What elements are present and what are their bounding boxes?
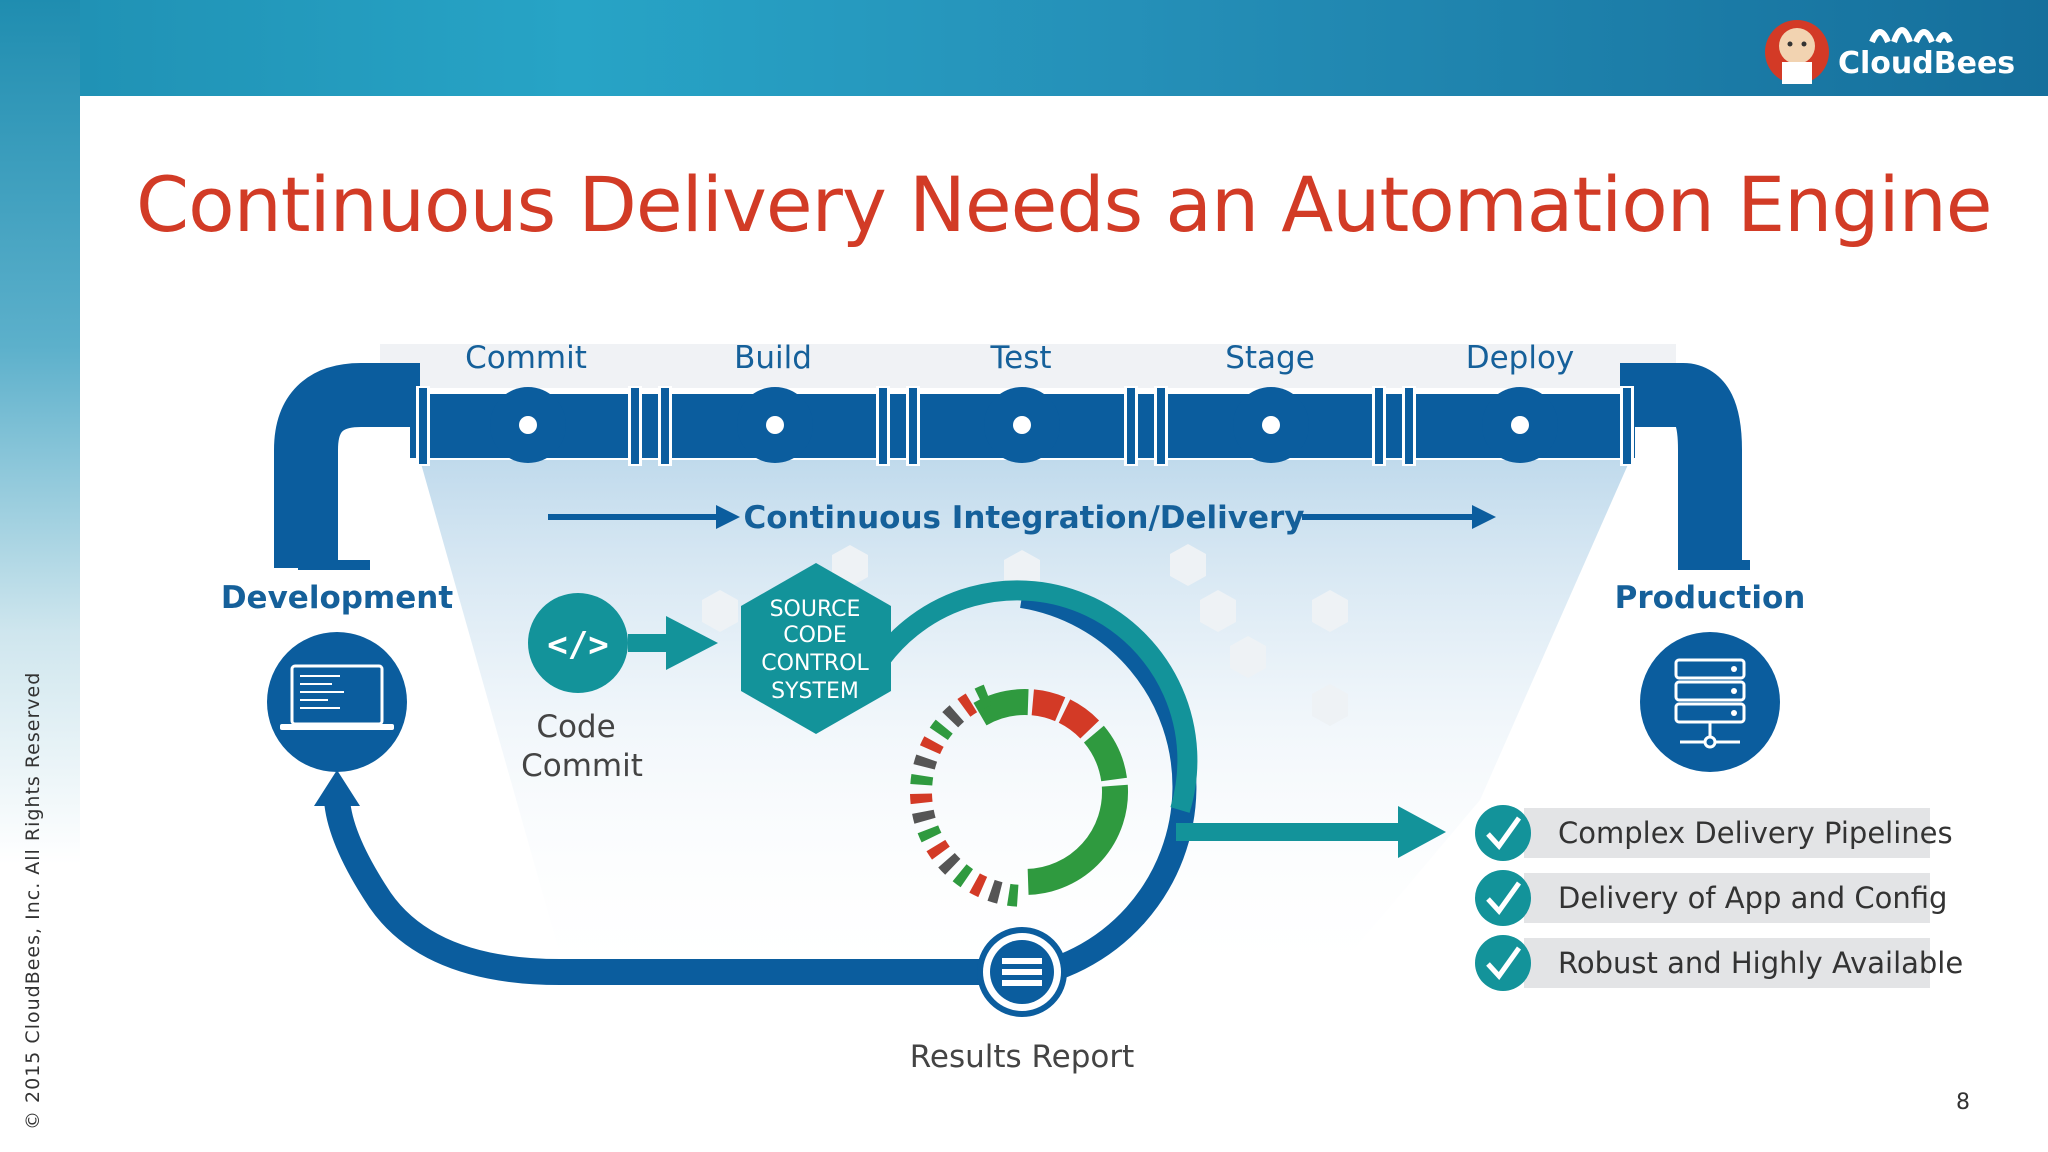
production-label: Production — [1615, 580, 1806, 616]
brand-name: CloudBees — [1838, 46, 2016, 81]
code-commit-label-line1: Code — [536, 709, 615, 745]
development-label: Development — [221, 580, 453, 616]
gauge-arc-green — [1027, 784, 1129, 895]
slide-title: Continuous Delivery Needs an Automation … — [136, 160, 1993, 249]
list-lines-icon — [1002, 958, 1042, 986]
checkmark-icon — [1475, 870, 1531, 926]
stage-label-test: Test — [989, 340, 1051, 376]
results-report-label: Results Report — [910, 1039, 1135, 1075]
production-circle — [1640, 632, 1780, 772]
pipe-joint-band — [879, 388, 887, 464]
ci-arrow-right-head — [1472, 505, 1496, 529]
outcome-bar-2 — [1524, 873, 1930, 923]
pipe-joints — [416, 386, 1634, 466]
stage-label-deploy: Deploy — [1466, 340, 1575, 376]
checkmark-icon — [1475, 805, 1531, 861]
development-circle — [267, 632, 407, 772]
pipe-joint-band — [661, 388, 669, 464]
gauge-tick — [919, 736, 944, 755]
pipe-left-flange — [298, 560, 370, 570]
copyright-notice: © 2015 CloudBees, Inc. All Rights Reserv… — [22, 671, 44, 1130]
feedback-arrow-head — [314, 770, 360, 806]
pipe-joint-band — [1623, 388, 1631, 464]
gauge-tick — [952, 864, 974, 888]
output-arrow-shaft — [1176, 823, 1404, 841]
pipe-joint-band — [909, 388, 917, 464]
stage-label-commit: Commit — [465, 340, 587, 376]
checkmark-icon — [1486, 816, 1522, 850]
pipe-joint-band — [1157, 388, 1165, 464]
checkmark-icon — [1486, 881, 1522, 915]
stage-node-dot — [766, 416, 784, 434]
gauge-tick — [917, 825, 942, 843]
outcome-list: Complex Delivery Pipelines Delivery of A… — [1475, 805, 1963, 991]
pipe-left-elbow — [274, 363, 420, 568]
pipe-right-elbow — [1620, 363, 1742, 568]
commit-arrow-shaft — [628, 634, 668, 652]
gauge-tick — [929, 719, 953, 741]
header-banner — [0, 0, 2048, 96]
gauge-tick — [969, 873, 988, 898]
code-brackets-icon: </> — [547, 625, 608, 665]
stage-label-stage: Stage — [1225, 340, 1315, 376]
gauge-arc-red — [1031, 689, 1066, 722]
scm-hexagon — [741, 563, 891, 734]
checkmark-icon — [1486, 946, 1522, 980]
gauge-tick — [987, 879, 1003, 904]
gauge-tick — [912, 809, 936, 824]
gauge-arc-red — [1058, 699, 1100, 739]
stage-label-build: Build — [734, 340, 812, 376]
output-arrow-head — [1398, 806, 1446, 858]
jenkins-butler-icon — [1765, 20, 1829, 84]
scm-label-line3: CONTROL — [761, 651, 869, 676]
scm-label-line4: SYSTEM — [771, 679, 859, 704]
gauge-arc-green — [1083, 725, 1127, 782]
checkmark-icon — [1475, 935, 1531, 991]
feedback-loop — [324, 798, 982, 985]
stage-node-dot — [519, 416, 537, 434]
code-commit-label-line2: Commit — [521, 748, 643, 784]
stage-node-dot — [1511, 416, 1529, 434]
gauge-tick — [957, 693, 978, 717]
outcome-text-2: Delivery of App and Config — [1558, 881, 1947, 915]
commit-arrow-head — [666, 616, 718, 670]
pipe-joint-band — [1127, 388, 1135, 464]
gauge-tick — [942, 705, 965, 728]
gauge-tick — [1007, 883, 1019, 907]
stage-node-dot — [1013, 416, 1031, 434]
gauge-tick — [974, 684, 992, 709]
stage-node-dot — [1262, 416, 1280, 434]
gauge-tick — [913, 754, 938, 770]
scm-label-line2: CODE — [783, 623, 847, 648]
outcome-bar-1 — [1524, 808, 1930, 858]
outcome-bar-3 — [1524, 938, 1930, 988]
pipe-joint-band — [1405, 388, 1413, 464]
cloudbees-mark-icon — [1869, 27, 1953, 44]
gauge-tick — [910, 793, 933, 805]
pipe-right-flange — [1678, 560, 1750, 570]
gauge-tick — [926, 839, 950, 860]
outcome-text-3: Robust and Highly Available — [1558, 946, 1963, 980]
outcome-text-1: Complex Delivery Pipelines — [1558, 816, 1953, 850]
ci-arrow-left-head — [716, 505, 740, 529]
gauge-tick — [910, 774, 934, 786]
pipe-joint-band — [1375, 388, 1383, 464]
stage-label-panel — [380, 344, 1676, 388]
pipe-joint-band — [419, 388, 427, 464]
build-status-gauge — [910, 684, 1129, 907]
engine-teal-arc — [867, 580, 1198, 813]
laptop-icon — [280, 664, 394, 730]
code-commit-circle — [528, 593, 628, 693]
server-rack-icon — [1674, 658, 1746, 749]
scm-label-line1: SOURCE — [770, 597, 861, 622]
left-gradient-bar — [0, 0, 80, 1152]
ci-flow-label: Continuous Integration/Delivery — [743, 500, 1304, 536]
pipe-joint-band — [631, 388, 639, 464]
stage-nodes — [490, 387, 1558, 463]
gauge-arc-green — [973, 689, 1029, 726]
gauge-tick — [938, 852, 961, 875]
slide-number: 8 — [1956, 1090, 1970, 1115]
